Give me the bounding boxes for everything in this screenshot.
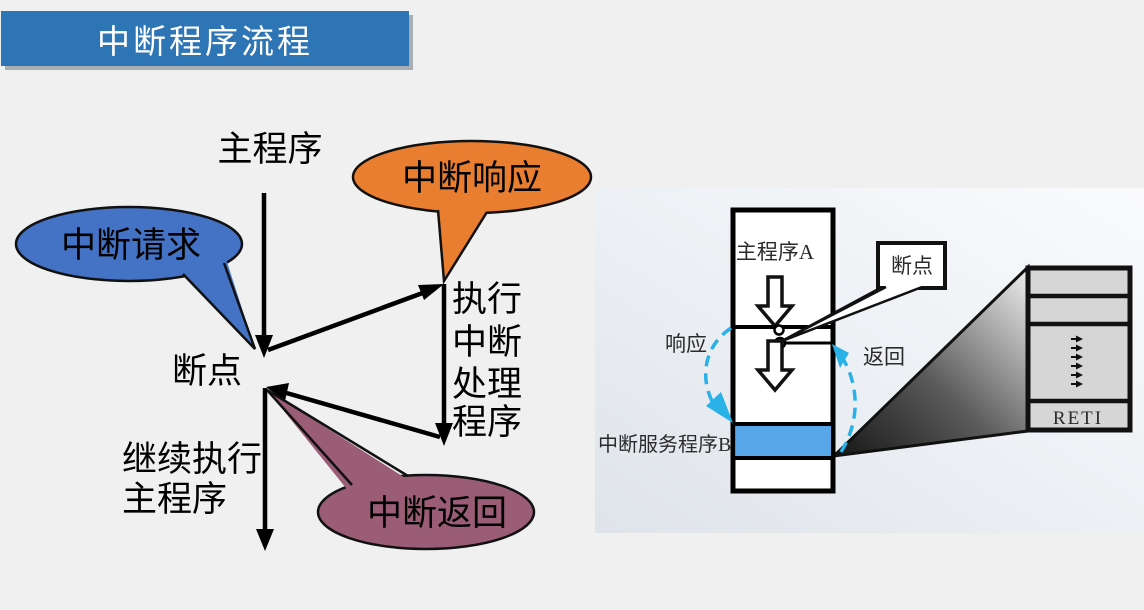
svg-text:中断: 中断 [452, 323, 522, 362]
isr-highlight-band [736, 426, 831, 456]
svg-text:主程序: 主程序 [122, 480, 227, 519]
continue-flow-arrow [256, 388, 274, 551]
breakpoint-label: 断点 [172, 352, 242, 391]
memory-diagram-image: 主程序A 断点 响应 返回 中断服务程序B [595, 188, 1144, 533]
slide-title-bar: 中断程序流程 [1, 11, 409, 66]
ellipsis-arrows-icon [1071, 335, 1083, 388]
instruction-stack: RETI [1025, 265, 1133, 433]
interrupt-jump-arrow [267, 284, 444, 353]
interrupt-response-bubble: 中断响应 [351, 139, 593, 285]
return-label: 返回 [863, 345, 905, 369]
main-program-a-label: 主程序A [736, 240, 815, 264]
slide-title: 中断程序流程 [97, 22, 313, 60]
breakpoint-callout: 断点 [781, 241, 947, 343]
main-flow-arrow [255, 193, 273, 358]
down-arrow-icon [754, 275, 796, 329]
arc-arrowhead-icon [706, 392, 733, 423]
return-arc [832, 344, 857, 453]
down-arrow-icon [754, 339, 796, 393]
interrupt-request-label: 中断请求 [61, 226, 201, 265]
response-arc [703, 326, 733, 423]
continue-label-block: 继续执行 主程序 [122, 440, 262, 519]
interrupt-request-bubble: 中断请求 [14, 205, 257, 350]
isr-flow-arrow [435, 284, 453, 446]
interrupt-return-label: 中断返回 [367, 494, 507, 533]
response-label: 响应 [665, 332, 707, 356]
breakpoint-callout-label: 断点 [891, 254, 933, 278]
svg-text:程序: 程序 [452, 403, 522, 442]
svg-text:处理: 处理 [452, 365, 522, 404]
svg-text:继续执行: 继续执行 [122, 440, 262, 479]
interrupt-return-bubble: 中断返回 [266, 388, 536, 551]
program-column: 主程序A [730, 207, 836, 494]
main-program-label: 主程序 [217, 130, 322, 169]
reti-instruction: RETI [1053, 408, 1103, 429]
svg-text:执行: 执行 [452, 280, 522, 319]
arc-arrowhead-icon [832, 344, 849, 368]
interrupt-flow-diagram: 主程序 中断请求 中断响应 中断 [14, 130, 593, 551]
interrupt-return-arrow [266, 383, 441, 440]
isr-b-label: 中断服务程序B [598, 433, 731, 456]
interrupt-response-label: 中断响应 [402, 159, 542, 198]
isr-label-block: 执行 中断 处理 程序 [452, 280, 522, 442]
